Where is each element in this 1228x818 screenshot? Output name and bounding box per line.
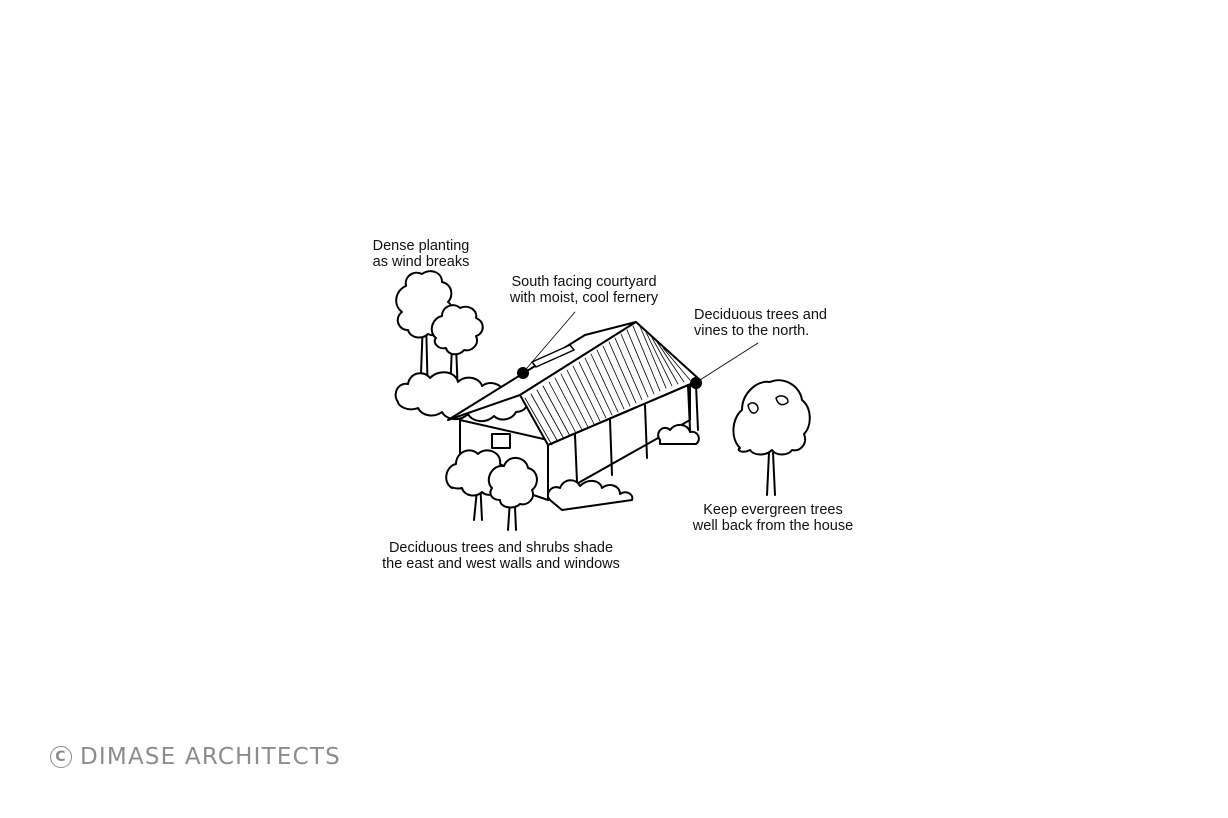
evergreen-tree xyxy=(732,379,811,496)
courtyard-marker xyxy=(517,367,529,379)
pergola-with-vines xyxy=(546,377,702,511)
windbreak-trees xyxy=(394,270,530,422)
label-courtyard: South facing courtyard with moist, cool … xyxy=(509,274,659,306)
watermark-text: DIMASE ARCHITECTS xyxy=(80,744,341,770)
deciduous-trees-east-west xyxy=(445,449,538,531)
copyright-icon: C xyxy=(50,746,72,768)
north-leader-line xyxy=(699,342,759,381)
label-east-west: Deciduous trees and shrubs shade the eas… xyxy=(382,540,620,572)
watermark: C DIMASE ARCHITECTS xyxy=(50,744,341,770)
label-north-trees: Deciduous trees and vines to the north. xyxy=(694,307,827,339)
label-evergreen: Keep evergreen trees well back from the … xyxy=(692,502,854,534)
courtyard-leader-line xyxy=(526,311,576,369)
label-wind-breaks: Dense planting as wind breaks xyxy=(372,238,470,270)
north-vines-marker xyxy=(690,377,702,389)
